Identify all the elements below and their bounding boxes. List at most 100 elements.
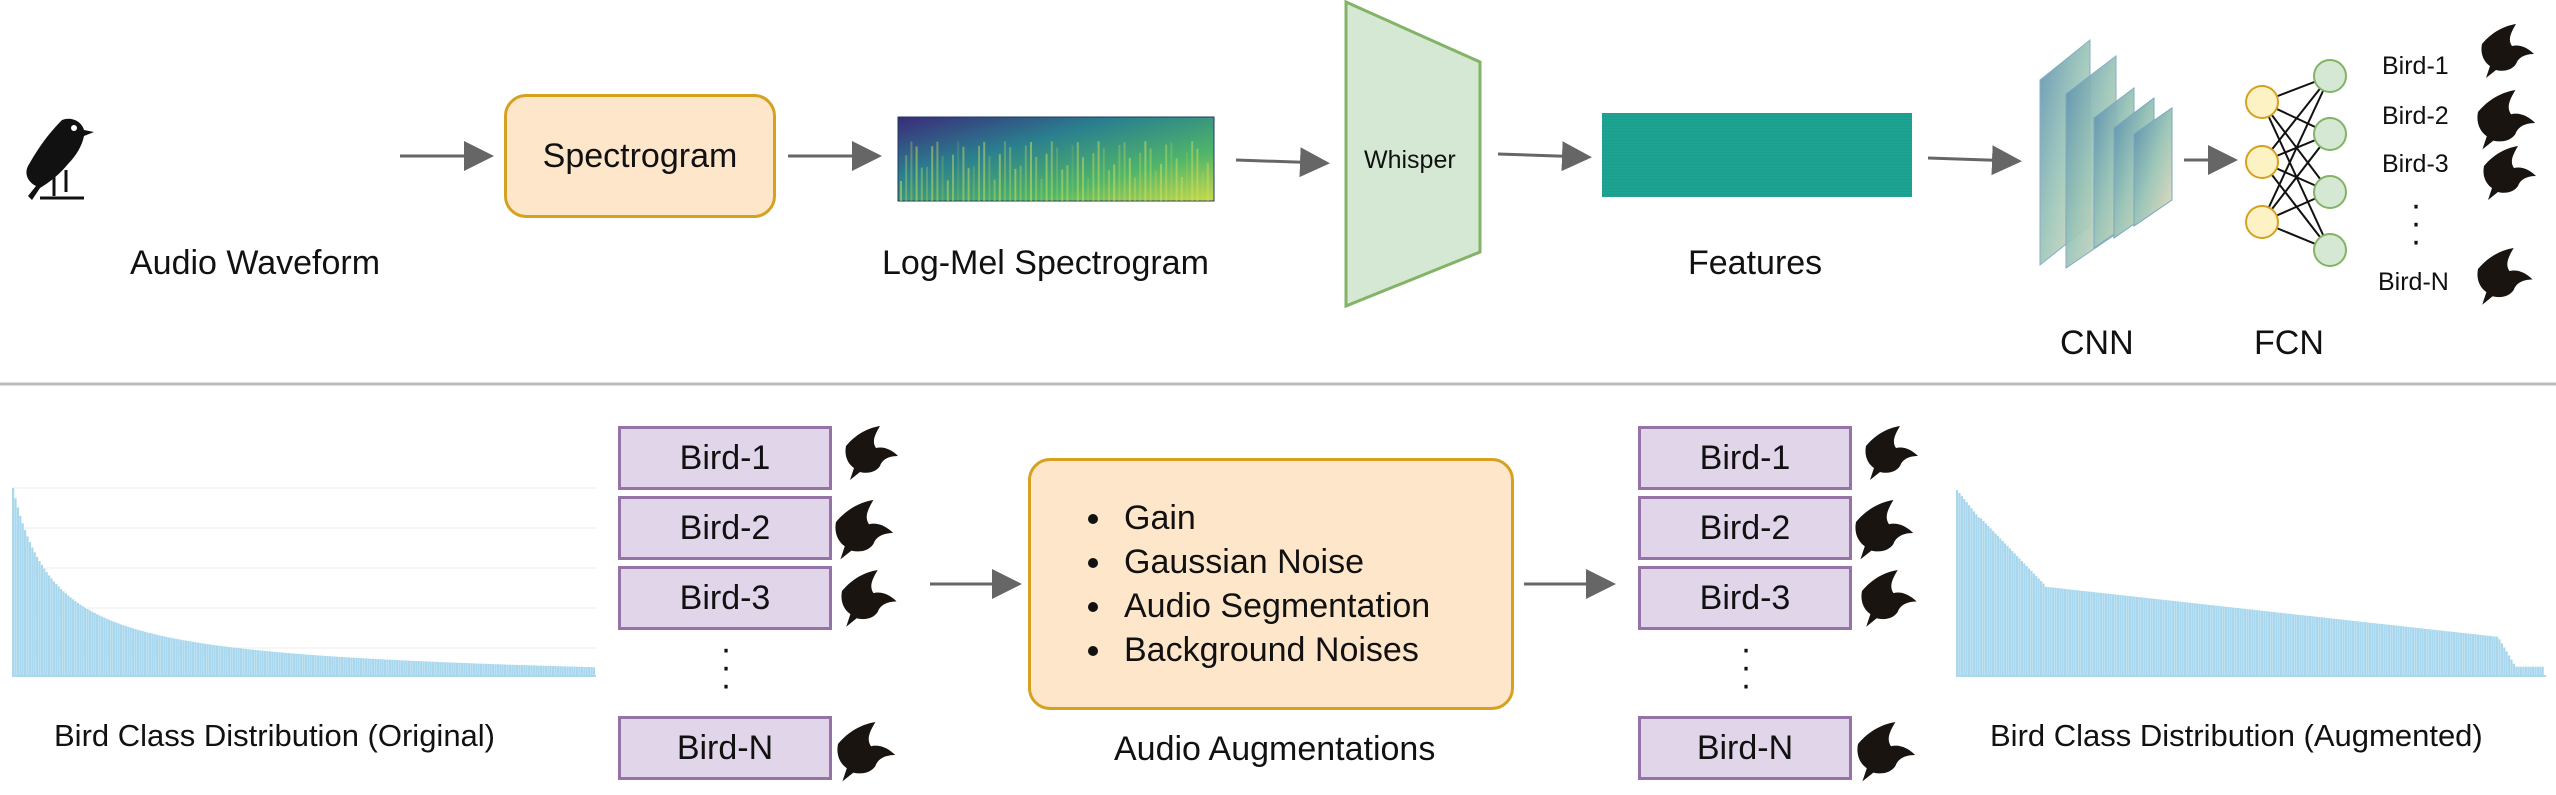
spectrogram-texture — [1061, 169, 1064, 201]
hist-bar — [400, 660, 403, 676]
hist-bar — [357, 658, 360, 676]
hist-bar — [2236, 608, 2239, 676]
hist-bar — [547, 665, 550, 676]
hist-bar — [364, 658, 367, 676]
hist-bar — [2407, 626, 2410, 676]
hist-bar — [2035, 576, 2038, 676]
hist-bar — [2104, 593, 2107, 676]
hist-bar — [360, 658, 363, 676]
spectrogram-texture — [972, 166, 975, 201]
hist-bar — [2102, 593, 2105, 676]
hist-bar — [525, 665, 528, 676]
hist-bar — [1994, 533, 1997, 676]
class-box-left-1: Bird-1 — [618, 426, 832, 490]
hist-bar — [81, 606, 84, 676]
bird-2-icon-left — [835, 500, 894, 560]
hist-bar — [153, 634, 156, 676]
hist-bar — [192, 641, 195, 676]
hist-bar — [2088, 591, 2091, 676]
hist-bar — [434, 661, 437, 676]
hist-bar — [1984, 523, 1987, 676]
hist-bar — [494, 664, 497, 676]
hist-bar — [2083, 591, 2086, 676]
spectrogram-texture — [978, 145, 980, 201]
hist-bar — [2421, 628, 2424, 676]
bird-n-icon-right — [1857, 722, 1916, 782]
spectrogram-texture — [988, 156, 991, 201]
hist-bar — [2388, 624, 2391, 676]
hist-bar — [218, 645, 221, 676]
hist-bar — [52, 581, 55, 676]
hist-bar — [160, 635, 163, 676]
waveform-icon — [121, 88, 383, 224]
hist-bar — [2368, 622, 2371, 676]
hist-bar — [2116, 594, 2119, 676]
spectrogram-texture — [1170, 142, 1173, 201]
hist-bar — [2464, 633, 2467, 676]
hist-bar — [561, 666, 564, 676]
hist-bar — [417, 661, 420, 676]
spectrogram-texture — [1149, 148, 1152, 201]
hist-bar — [2143, 597, 2146, 676]
hist-bar — [2128, 596, 2131, 676]
spectrogram-texture — [900, 181, 902, 201]
hist-bar — [549, 665, 552, 676]
hist-bar — [2438, 630, 2441, 676]
hist-bar — [516, 664, 519, 676]
hist-bar — [156, 634, 159, 676]
hist-bar — [432, 661, 435, 676]
spectrogram-texture — [1014, 168, 1017, 201]
spectrogram-texture — [1050, 141, 1053, 201]
fcn-input-node — [2245, 85, 2279, 119]
hist-bar — [2292, 614, 2295, 676]
hist-bar — [2282, 613, 2285, 676]
hist-bar — [2040, 581, 2043, 676]
hist-bar — [2289, 613, 2292, 676]
hist-bar — [504, 664, 507, 676]
spectrogram-texture — [998, 154, 1001, 201]
hist-bar — [501, 664, 504, 676]
hist-bar — [283, 652, 286, 676]
hist-bar — [475, 663, 478, 676]
hist-bar — [384, 659, 387, 676]
hist-bar — [141, 631, 144, 676]
hist-bar — [2448, 631, 2451, 676]
hist-bar — [480, 663, 483, 676]
hist-bar — [2400, 626, 2403, 676]
hist-bar — [1989, 528, 1992, 676]
hist-bar — [2167, 600, 2170, 676]
hist-bar — [1956, 490, 1959, 676]
hist-bar — [532, 665, 535, 676]
hist-bar — [225, 646, 228, 676]
hist-bar — [331, 656, 334, 676]
hist-bar — [1980, 518, 1983, 676]
bird-2-output-icon — [2477, 90, 2536, 150]
output-ellipsis: ··· — [2410, 186, 2422, 260]
spectrogram-texture — [1035, 156, 1038, 201]
fcn-output-node — [2313, 59, 2347, 93]
hist-bar — [2004, 543, 2007, 676]
hist-bar — [50, 578, 53, 676]
hist-bar — [2220, 606, 2223, 676]
hist-bar — [2248, 609, 2251, 676]
hist-bar — [2424, 628, 2427, 676]
hist-bar — [511, 664, 514, 676]
hist-bar — [528, 665, 531, 676]
hist-bar — [2205, 604, 2208, 676]
hist-bar — [508, 664, 511, 676]
spectrogram-texture — [1071, 145, 1074, 201]
hist-bar — [2160, 599, 2163, 676]
hist-bar — [2436, 630, 2439, 676]
hist-bar — [2172, 600, 2175, 676]
hist-bar — [2258, 610, 2261, 676]
hist-bar — [117, 623, 120, 676]
augmentations-list: Gain Gaussian Noise Audio Segmentation B… — [1080, 496, 1430, 672]
hist-bar — [2080, 590, 2083, 676]
hist-bar — [2222, 606, 2225, 676]
hist-bar — [2296, 614, 2299, 676]
hist-bar — [2025, 566, 2028, 676]
hist-bar — [1992, 530, 1995, 676]
hist-bar — [2155, 599, 2158, 676]
hist-bar — [2481, 635, 2484, 676]
